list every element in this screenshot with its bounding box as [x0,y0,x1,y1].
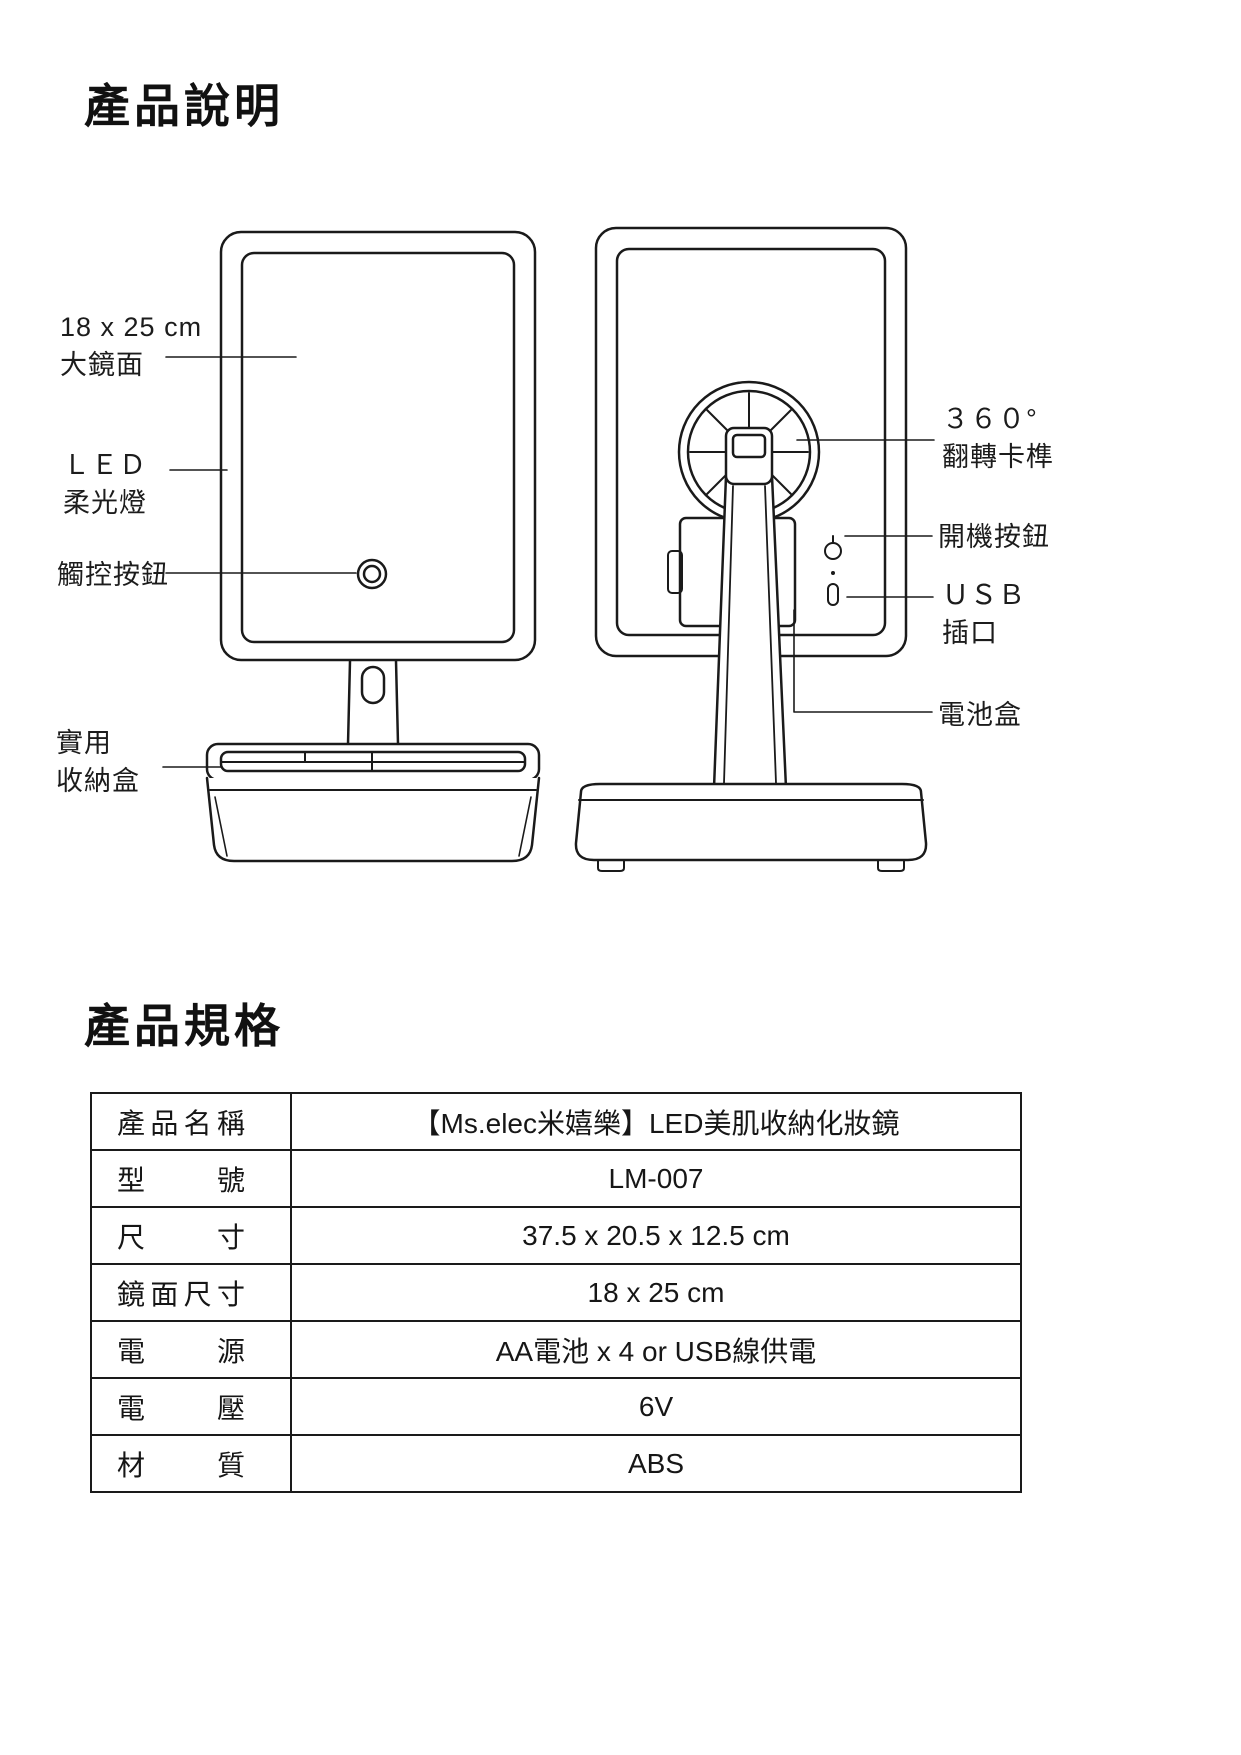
spec-table: 產品名稱 【Ms.elec米嬉樂】LED美肌收納化妝鏡 型號 LM-007 尺寸… [90,1092,1022,1493]
spec-row-power: 電源 AA電池 x 4 or USB線供電 [90,1320,1022,1379]
callout-rotate-line2: 翻轉卡榫 [942,442,1054,472]
spec-value: LM-007 [290,1149,1022,1208]
spec-label: 電源 [117,1335,245,1367]
callout-touch-button: 觸控按鈕 [57,556,169,594]
front-neck [346,659,400,746]
callout-usb-line2: 插口 [942,618,998,648]
callout-battery-box: 電池盒 [938,696,1022,734]
callout-mirror-size-line2: 大鏡面 [60,350,144,380]
section-title-description: 產品說明 [84,80,284,132]
hinge-hub [724,426,774,486]
callout-power-line1: 開機按鈕 [938,522,1050,552]
spec-label: 材質 [117,1449,245,1481]
front-view-drawing [205,230,541,863]
storage-box-drawing [205,742,541,863]
usb-port-icon [827,583,839,606]
spec-value: 6V [290,1377,1022,1436]
spec-value: AA電池 x 4 or USB線供電 [290,1320,1022,1379]
callout-led-line1: ＬＥＤ [63,450,147,480]
callout-led-light: ＬＥＤ 柔光燈 [63,446,147,522]
back-view-drawing [574,226,928,872]
spec-row-mirror-size: 鏡面尺寸 18 x 25 cm [90,1263,1022,1322]
power-button-icon [824,535,842,560]
stand-column [712,474,788,790]
spec-label: 產品名稱 [117,1107,245,1139]
spec-label: 電壓 [117,1392,245,1424]
spec-row-voltage: 電壓 6V [90,1377,1022,1436]
spec-row-model: 型號 LM-007 [90,1149,1022,1208]
section-title-spec: 產品規格 [84,1000,284,1052]
spec-label: 型號 [117,1164,245,1196]
front-mirror-face [240,251,516,644]
callout-mirror-size-line1: 18 x 25 cm [60,312,203,342]
callout-battery-line1: 電池盒 [938,700,1022,730]
callout-rotate-line1: ３６０° [942,404,1038,434]
spec-value: 37.5 x 20.5 x 12.5 cm [290,1206,1022,1265]
spec-row-material: 材質 ABS [90,1434,1022,1493]
callout-storage-line2: 收納盒 [56,766,140,796]
callout-usb-line1: ＵＳＢ [942,580,1026,610]
touch-button-icon [356,558,388,590]
leader-battery [793,609,933,713]
callout-power-button: 開機按鈕 [938,518,1050,556]
callout-mirror-size: 18 x 25 cm 大鏡面 [60,308,202,384]
spec-row-size: 尺寸 37.5 x 20.5 x 12.5 cm [90,1206,1022,1265]
callout-storage-box: 實用 收納盒 [56,724,140,800]
spec-label: 鏡面尺寸 [117,1278,245,1310]
spec-row-product-name: 產品名稱 【Ms.elec米嬉樂】LED美肌收納化妝鏡 [90,1092,1022,1151]
callout-led-line2: 柔光燈 [63,488,147,518]
spec-value: 18 x 25 cm [290,1263,1022,1322]
callout-storage-line1: 實用 [56,728,112,758]
callout-rotate-joint: ３６０° 翻轉卡榫 [942,400,1054,476]
spec-value: ABS [290,1434,1022,1493]
back-base [574,782,928,872]
front-mirror-frame [219,230,537,662]
leader-lines [162,356,935,768]
indicator-dot [831,571,835,575]
callout-usb-port: ＵＳＢ 插口 [942,576,1026,652]
spec-label: 尺寸 [117,1221,245,1253]
spec-value: 【Ms.elec米嬉樂】LED美肌收納化妝鏡 [290,1092,1022,1151]
callout-touch-line1: 觸控按鈕 [57,560,169,590]
